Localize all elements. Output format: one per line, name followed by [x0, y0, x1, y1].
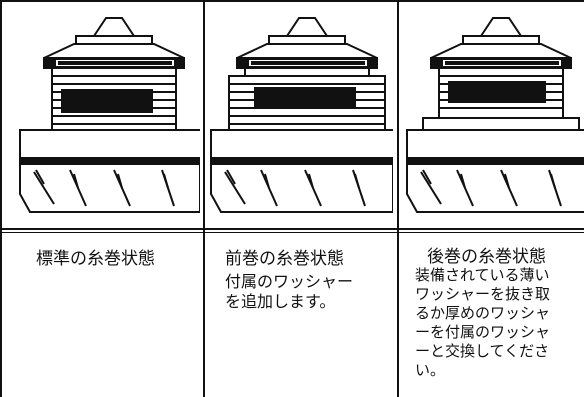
top-border: [0, 0, 584, 2]
spool-panel-standard: [14, 2, 200, 228]
spool-illustration-rear-wound: [406, 17, 584, 213]
column-divider-1: [203, 0, 205, 397]
column-divider-2: [397, 0, 399, 397]
column-title-front-wound: 前巻の糸巻状態: [225, 249, 344, 269]
column-body-front-wound: 付属のワッシャー を追加します。: [225, 272, 395, 312]
section-divider-2: [0, 232, 584, 233]
body-line: い。: [415, 361, 446, 379]
body-line: ーを付属のワッシャ: [415, 323, 551, 341]
column-title-rear-wound: 後巻の糸巻状態: [427, 247, 546, 267]
section-divider: [0, 228, 584, 230]
text-cell-front-wound: 前巻の糸巻状態 付属のワッシャー を追加します。: [205, 236, 397, 397]
spool-illustration-standard: [19, 17, 200, 213]
body-line: ワッシャーを抜き取: [415, 285, 551, 303]
spool-panel-rear-wound: [401, 2, 584, 228]
column-title-standard: 標準の糸巻状態: [36, 249, 155, 269]
column-body-rear-wound: 装備されている薄い ワッシャーを抜き取 るか厚めのワッシャ ーを付属のワッシャ …: [415, 266, 583, 380]
spool-panel-front-wound: [207, 2, 393, 228]
text-cell-standard: 標準の糸巻状態: [0, 236, 203, 397]
body-line: 付属のワッシャー: [225, 272, 354, 291]
body-line: るか厚めのワッシャ: [415, 304, 551, 322]
body-line: ーと交換してくださ: [415, 342, 550, 360]
text-cell-rear-wound: 後巻の糸巻状態 装備されている薄い ワッシャーを抜き取 るか厚めのワッシャ ーを…: [399, 236, 584, 397]
spool-illustration-front-wound: [210, 17, 393, 213]
left-border: [0, 0, 2, 397]
body-line: 装備されている薄い: [415, 266, 550, 284]
body-line: を追加します。: [225, 292, 336, 311]
